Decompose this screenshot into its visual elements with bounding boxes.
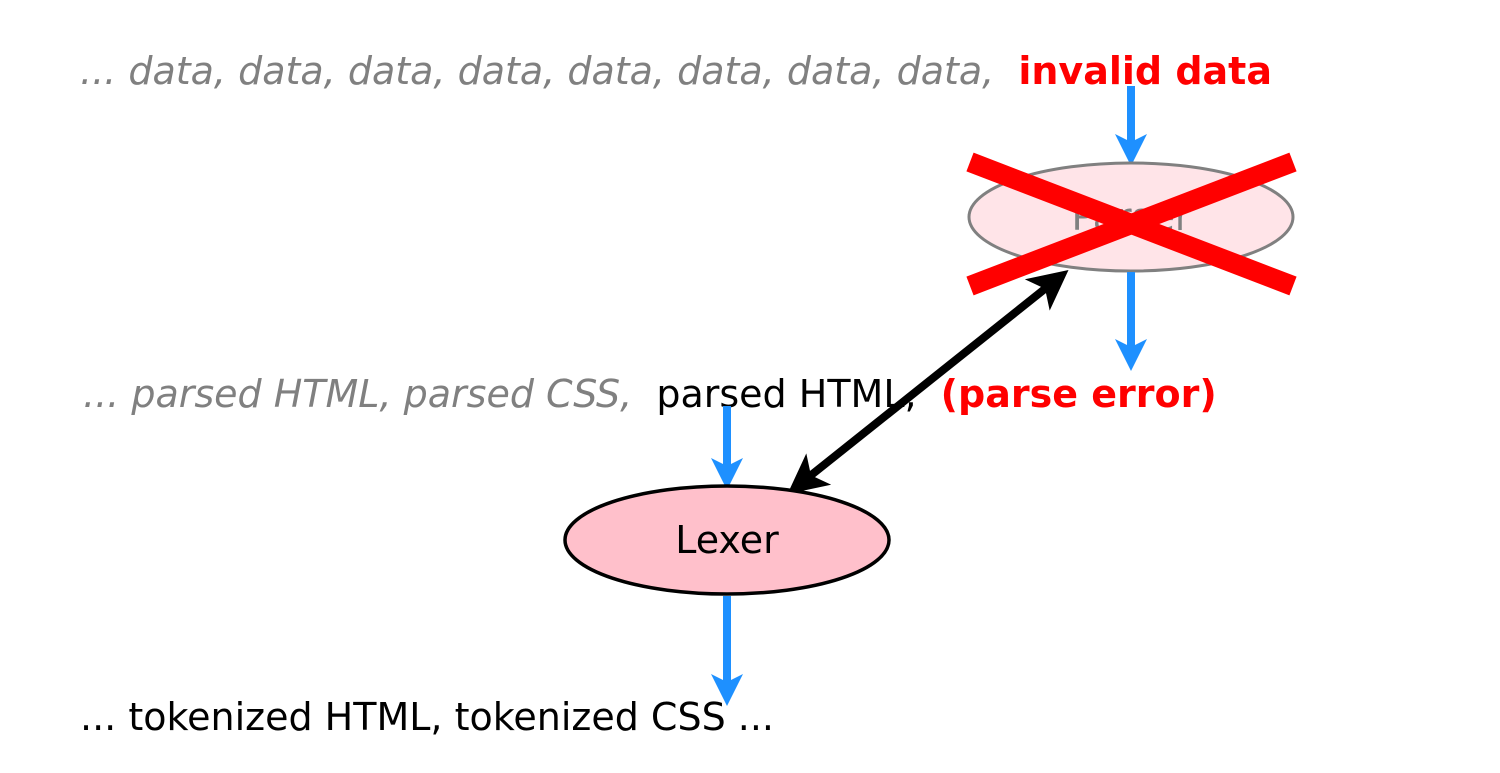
lexer-node: Lexer: [563, 484, 891, 596]
tokenized-output: ... tokenized HTML, tokenized CSS ...: [80, 695, 774, 739]
input-data-prefix: ... data, data, data, data, data, data, …: [80, 49, 994, 93]
invalid-data-label: invalid data: [1018, 49, 1272, 93]
parsed-stream: ... parsed HTML, parsed CSS, parsed HTML…: [83, 372, 1217, 416]
failure-cross-icon: [966, 152, 1297, 296]
lexer-ellipse: [563, 484, 891, 596]
parsed-current: parsed HTML,: [656, 372, 916, 416]
lexer-parser-link-arrow: [787, 270, 1069, 494]
parsed-prefix: ... parsed HTML, parsed CSS,: [83, 372, 632, 416]
parse-error-label: (parse error): [941, 372, 1217, 416]
cross-stroke: [966, 152, 1297, 296]
lexer-label: Lexer: [675, 518, 779, 562]
input-stream: ... data, data, data, data, data, data, …: [80, 49, 1272, 93]
